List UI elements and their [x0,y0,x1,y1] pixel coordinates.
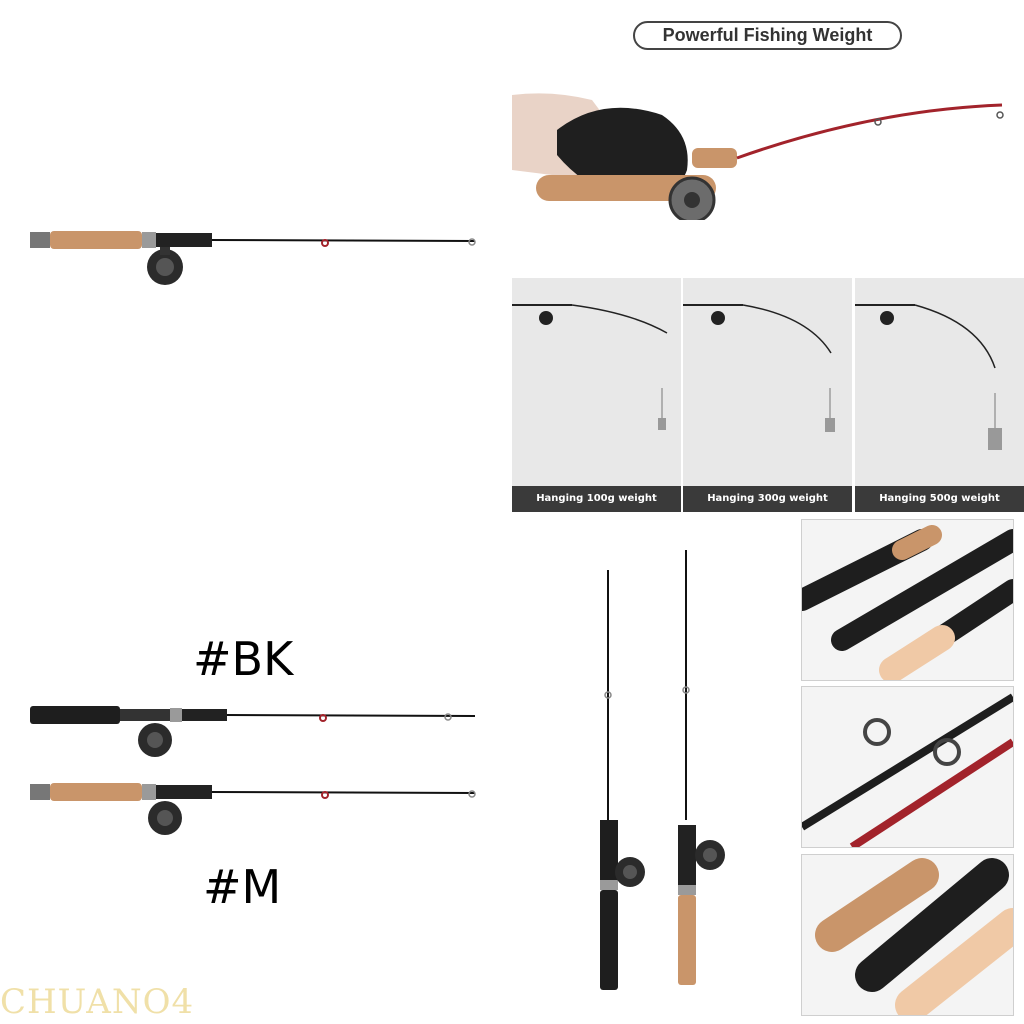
vertical-rods-photo [580,540,760,1000]
weight-caption-300g: Hanging 300g weight [683,486,852,512]
detail-panel-handles [801,519,1014,681]
variant-label-m: #M [203,860,282,914]
rod-product-photo-cork [20,215,490,295]
variant-label-bk: #BK [193,632,294,686]
rod-variant-bk-foam [20,690,490,760]
headline-badge: Powerful Fishing Weight [633,21,902,50]
watermark-text: CHUANO4 [0,982,195,1022]
weight-panel-500g: Hanging 500g weight [855,278,1024,512]
hand-holding-rod-photo [512,60,1024,220]
weight-panel-300g: Hanging 300g weight [683,278,852,512]
weight-panel-100g: Hanging 100g weight [512,278,681,512]
weight-caption-500g: Hanging 500g weight [855,486,1024,512]
detail-panel-guides [801,686,1014,848]
detail-panel-grips [801,854,1014,1016]
weight-caption-100g: Hanging 100g weight [512,486,681,512]
rod-variant-m-cork [20,770,490,840]
